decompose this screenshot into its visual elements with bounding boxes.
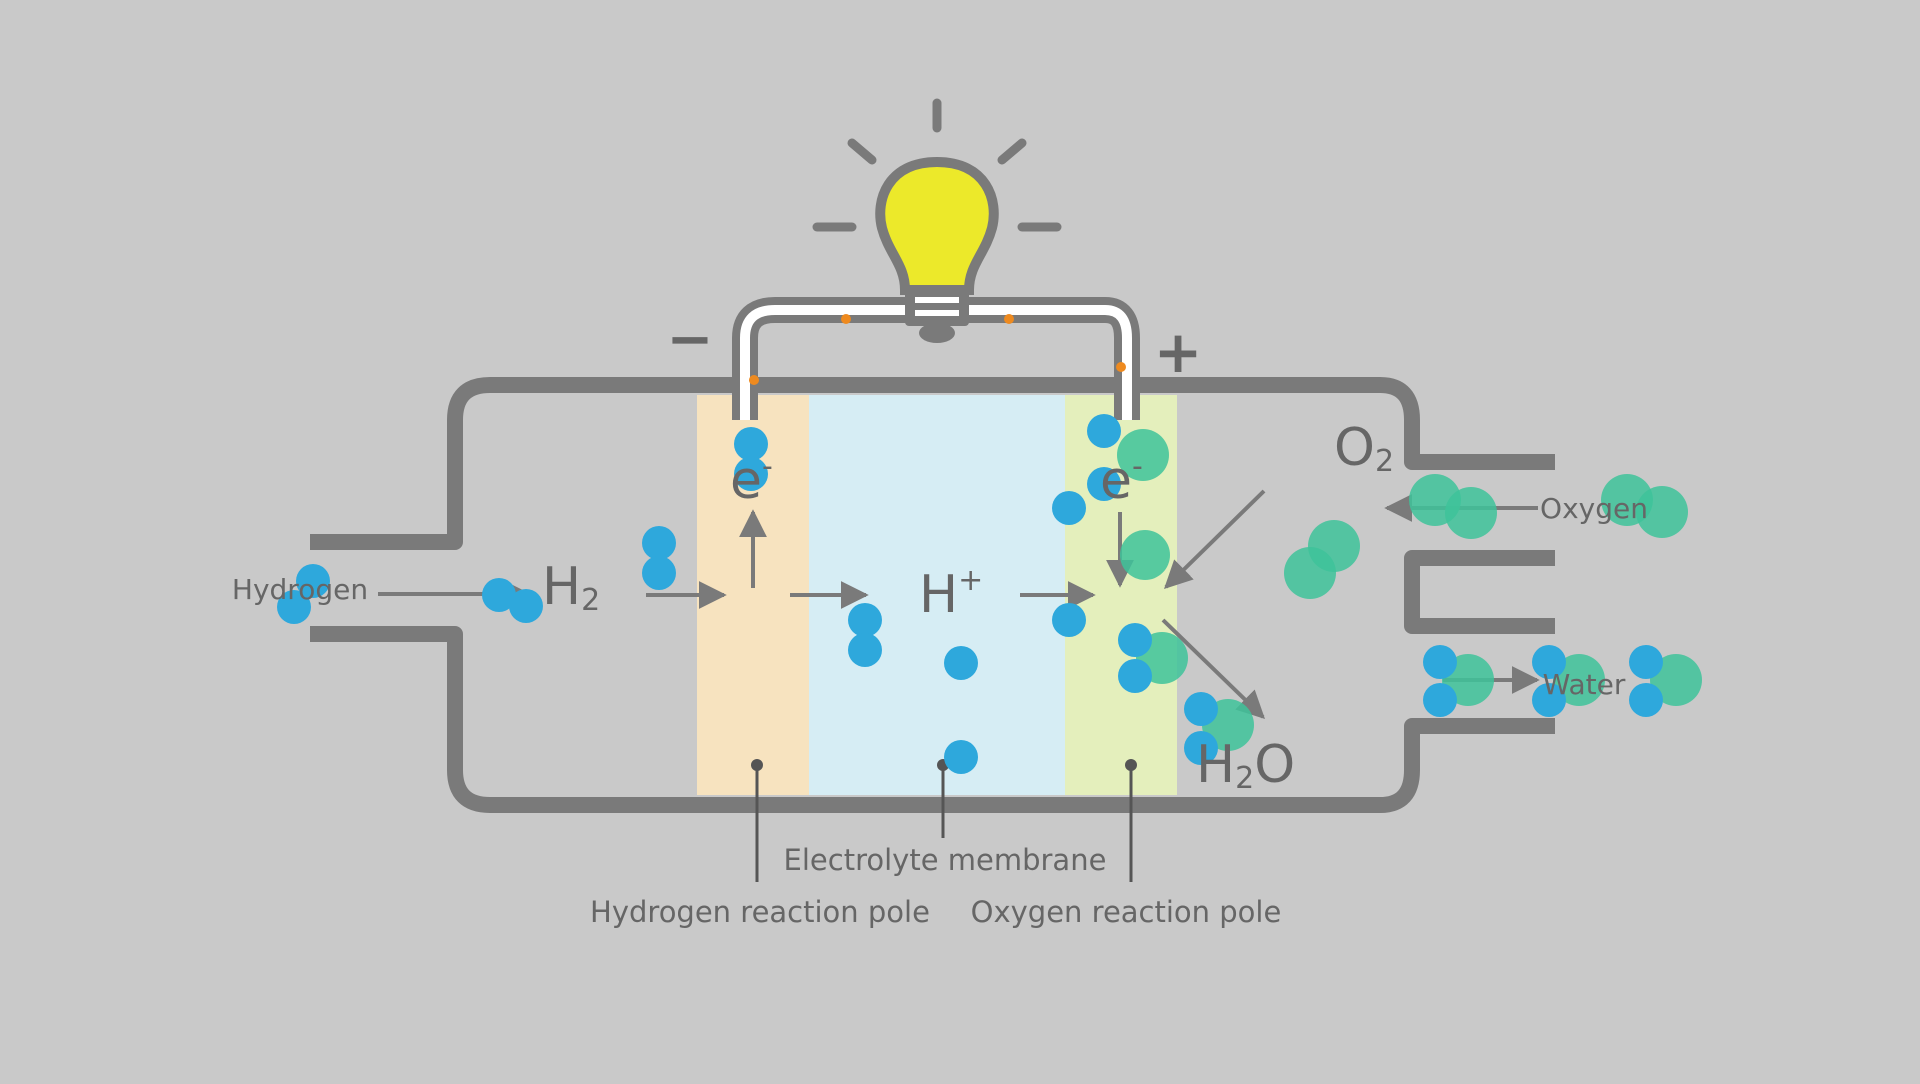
oxygen-particle — [1284, 547, 1336, 599]
hydrogen-particle — [1087, 414, 1121, 448]
electrolyte-membrane-label: Electrolyte membrane — [784, 843, 1107, 877]
arrow-icon — [1163, 489, 1266, 589]
electron-right-label: e- — [1100, 449, 1143, 511]
oxygen-particle — [1650, 654, 1702, 706]
hydrogen-particle — [1052, 603, 1086, 637]
hydrogen-particle — [1423, 645, 1457, 679]
hydrogen-particle — [482, 578, 516, 612]
hydrogen-particle — [1423, 683, 1457, 717]
oxygen-reaction-pole-label: Oxygen reaction pole — [971, 895, 1282, 929]
hydrogen-particle — [1052, 491, 1086, 525]
negative-terminal: − — [667, 307, 714, 372]
hydrogen-particle — [1184, 692, 1218, 726]
oxygen-inlet-label: Oxygen — [1540, 492, 1648, 525]
hydrogen-particle — [296, 564, 330, 598]
hydrogen-particle — [1532, 683, 1566, 717]
oxygen-particle — [1120, 530, 1170, 580]
hydrogen-particle — [642, 526, 676, 560]
h2-formula: H2 — [542, 557, 600, 618]
hydrogen-particle — [1629, 683, 1663, 717]
pole-indicators — [755, 765, 1133, 882]
hydrogen-particle — [642, 556, 676, 590]
hydrogen-particle — [1118, 623, 1152, 657]
water-outlet-label: Water — [1543, 668, 1626, 701]
hydrogen-particle — [848, 633, 882, 667]
hydrogen-particle — [1532, 645, 1566, 679]
hydrogen-particle — [1118, 659, 1152, 693]
hydrogen-particle — [944, 740, 978, 774]
hydrogen-particle — [848, 603, 882, 637]
hydrogen-particles — [277, 414, 1663, 774]
hydrogen-particle — [734, 457, 768, 491]
hydrogen-reaction-pole-label: Hydrogen reaction pole — [590, 895, 930, 929]
positive-terminal: + — [1154, 318, 1203, 386]
electron-dot — [749, 375, 759, 385]
hydrogen-particle — [509, 589, 543, 623]
hydrogen-particle — [1087, 467, 1121, 501]
cell-housing — [310, 377, 1555, 813]
arrow-icon — [1161, 618, 1266, 719]
hydrogen-particle — [277, 590, 311, 624]
lightbulb-icon — [812, 98, 1062, 343]
oxygen-particle — [1553, 654, 1605, 706]
proton-label: H+ — [919, 563, 983, 625]
o2-formula: O2 — [1334, 418, 1394, 479]
hydrogen-inlet-label: Hydrogen — [232, 573, 368, 606]
electron-dot — [1116, 362, 1126, 372]
electron-left-label: e- — [730, 449, 773, 511]
hydrogen-particle — [1184, 731, 1218, 765]
wire-electrons — [749, 314, 1126, 385]
hydrogen-particle — [1629, 645, 1663, 679]
oxygen-particle — [1636, 486, 1688, 538]
electron-dot — [841, 314, 851, 324]
h2o-formula: H2O — [1196, 735, 1295, 796]
hydrogen-particle — [734, 427, 768, 461]
electron-dot — [1004, 314, 1014, 324]
hydrogen-particle — [944, 646, 978, 680]
oxygen-particle — [1445, 487, 1497, 539]
oxygen-particle — [1117, 429, 1169, 481]
